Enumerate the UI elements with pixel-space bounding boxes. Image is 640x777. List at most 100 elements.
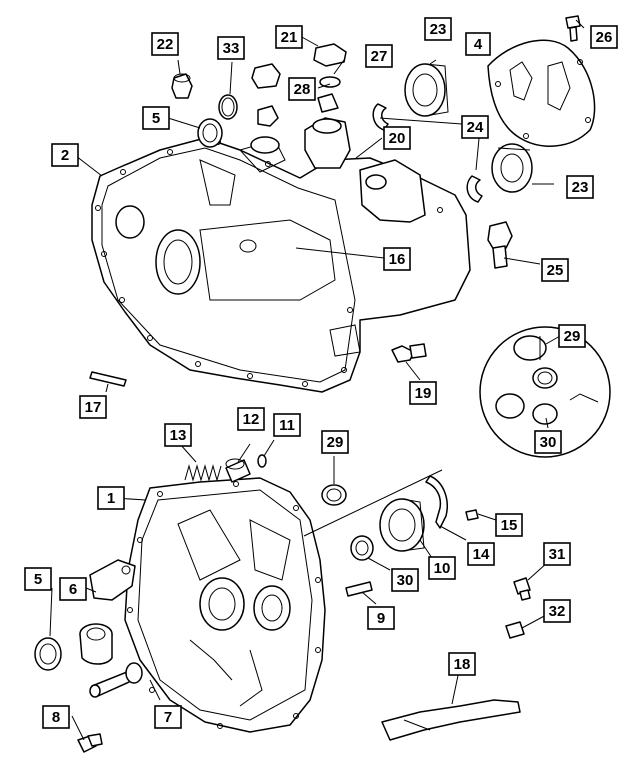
callout-box — [217, 36, 245, 60]
callout-number: 30 — [540, 434, 557, 451]
callout-c9: 9 — [367, 606, 395, 630]
callout-number: 5 — [152, 110, 160, 127]
callout-box — [495, 513, 523, 537]
callout-box — [273, 413, 301, 437]
callout-c32: 32 — [543, 599, 571, 623]
callout-c21: 21 — [275, 25, 303, 49]
bearing-30 — [350, 535, 374, 561]
callout-boxes: 1245567891011121314151617181920212223232… — [24, 17, 618, 729]
ring-11 — [257, 454, 267, 468]
callout-box — [383, 247, 411, 271]
callout-box — [409, 381, 437, 405]
callout-number: 24 — [467, 119, 484, 136]
callout-number: 26 — [596, 29, 613, 46]
callout-c11: 11 — [273, 413, 301, 437]
callout-box — [365, 44, 393, 68]
bearing-10 — [379, 498, 425, 552]
callout-number: 19 — [415, 385, 432, 402]
callout-number: 2 — [61, 147, 69, 164]
callout-c28: 28 — [288, 77, 316, 101]
callout-c10: 10 — [428, 556, 456, 580]
sensor-parts — [250, 43, 347, 154]
clutch-housing — [124, 477, 326, 733]
o-ring-33 — [218, 94, 238, 120]
snap-rings — [372, 103, 483, 203]
cup-12 — [225, 458, 251, 483]
bolt-32 — [505, 621, 525, 639]
callout-box — [566, 175, 594, 199]
bolt-26 — [565, 15, 581, 42]
callout-c19: 19 — [409, 381, 437, 405]
callout-box — [590, 25, 618, 49]
transaxle-case — [91, 117, 471, 393]
bolt-31 — [513, 577, 531, 601]
callout-c15: 15 — [495, 513, 523, 537]
callout-box — [321, 430, 349, 454]
bearing-upper — [404, 63, 449, 117]
callout-box — [275, 25, 303, 49]
bearing-plate — [487, 39, 596, 147]
callout-box — [461, 115, 489, 139]
bearing-lower — [491, 143, 533, 193]
bolt-8 — [77, 733, 103, 753]
callout-number: 20 — [389, 130, 406, 147]
callout-c23a: 23 — [424, 17, 452, 41]
callout-number: 6 — [69, 581, 77, 598]
callout-c5a: 5 — [142, 106, 170, 130]
callout-box — [237, 407, 265, 431]
callout-number: 5 — [34, 571, 42, 588]
sleeve — [79, 623, 113, 665]
callout-box — [534, 430, 562, 454]
callout-box — [367, 606, 395, 630]
callout-number: 33 — [223, 40, 240, 57]
seal-upper — [197, 118, 223, 148]
callout-box — [465, 32, 491, 56]
callout-number: 28 — [294, 81, 311, 98]
callout-box — [543, 542, 571, 566]
callout-number: 18 — [454, 656, 471, 673]
callout-number: 11 — [279, 417, 295, 434]
callout-box — [24, 567, 52, 591]
callout-c25: 25 — [541, 258, 569, 282]
callout-number: 29 — [327, 434, 344, 451]
callout-number: 23 — [430, 21, 447, 38]
callout-box — [97, 486, 125, 510]
callout-box — [164, 423, 192, 447]
callout-box — [424, 17, 452, 41]
bolt-19 — [391, 343, 427, 363]
callout-c26: 26 — [590, 25, 618, 49]
callout-number: 32 — [549, 603, 566, 620]
callout-box — [288, 77, 316, 101]
callout-c2: 2 — [51, 143, 79, 167]
callout-c31: 31 — [543, 542, 571, 566]
callout-number: 23 — [572, 179, 589, 196]
callout-number: 9 — [377, 610, 385, 627]
callout-c17: 17 — [79, 395, 107, 419]
callout-number: 17 — [85, 399, 102, 416]
callout-number: 7 — [164, 709, 172, 726]
callout-c13: 13 — [164, 423, 192, 447]
callout-number: 16 — [389, 251, 406, 268]
callout-c14: 14 — [467, 542, 495, 566]
callout-c20: 20 — [383, 126, 411, 150]
callout-c27: 27 — [365, 44, 393, 68]
seal-lower — [34, 637, 62, 671]
callout-c33: 33 — [217, 36, 245, 60]
callout-box — [154, 705, 182, 729]
plug-22 — [171, 73, 193, 99]
retainer-14 — [425, 475, 448, 529]
callout-box — [543, 599, 571, 623]
callout-c29b: 29 — [321, 430, 349, 454]
callout-c6: 6 — [59, 577, 87, 601]
callout-number: 8 — [52, 709, 60, 726]
callout-c16: 16 — [383, 247, 411, 271]
bearing-29 — [321, 484, 347, 506]
screw-15 — [465, 509, 479, 521]
callout-box — [79, 395, 107, 419]
callout-c23b: 23 — [566, 175, 594, 199]
callout-box — [42, 705, 70, 729]
callout-box — [51, 143, 79, 167]
callout-c7: 7 — [154, 705, 182, 729]
callout-box — [383, 126, 411, 150]
callout-number: 4 — [474, 36, 483, 53]
